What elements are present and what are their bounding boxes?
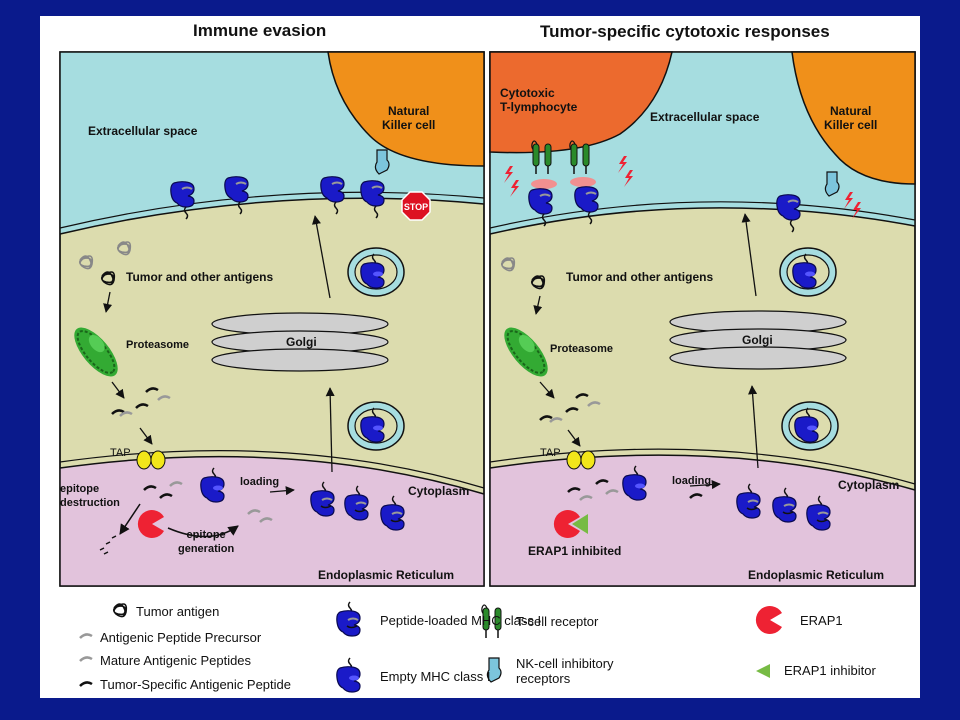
stop-sign-label: STOP xyxy=(403,202,429,212)
legend-precursor: Antigenic Peptide Precursor xyxy=(100,630,262,645)
right-extracellular-label: Extracellular space xyxy=(650,110,760,124)
left-antigens-label: Tumor and other antigens xyxy=(126,270,274,284)
left-loading-label: loading xyxy=(240,476,280,488)
left-panel-title: Immune evasion xyxy=(193,21,327,40)
left-er-label: Endoplasmic Reticulum xyxy=(318,568,455,582)
left-golgi-label: Golgi xyxy=(286,335,317,349)
diagram-graphics xyxy=(59,51,916,693)
legend-mature: Mature Antigenic Peptides xyxy=(100,653,252,668)
legend-empty-mhc: Empty MHC class I xyxy=(380,669,491,684)
left-panel xyxy=(59,51,485,587)
left-proteasome-label: Proteasome xyxy=(126,339,189,351)
legend-tcr: T-cell receptor xyxy=(516,614,599,629)
left-cytoplasm-label: Cytoplasm xyxy=(408,484,470,498)
slide-canvas: Immune evasion Tumor-specific cytotoxic … xyxy=(40,16,920,698)
right-golgi-label: Golgi xyxy=(742,333,773,347)
right-panel-title: Tumor-specific cytotoxic responses xyxy=(540,22,830,41)
left-nk-cell-label: Natural Killer cell xyxy=(382,104,436,132)
right-panel xyxy=(489,51,916,587)
erap1-inhibited-label: ERAP1 inhibited xyxy=(528,544,622,558)
legend-nk-receptors: NK-cell inhibitory receptors xyxy=(516,656,614,686)
legend-erap1: ERAP1 xyxy=(800,613,843,628)
legend-erap1-inhibitor: ERAP1 inhibitor xyxy=(784,663,876,678)
epitope-destruction-label: epitope destruction xyxy=(60,483,120,509)
legend-tumor-specific: Tumor-Specific Antigenic Peptide xyxy=(100,677,292,692)
right-er-label: Endoplasmic Reticulum xyxy=(748,568,885,582)
ctl-label: Cytotoxic T-lymphocyte xyxy=(500,86,578,114)
right-proteasome-label: Proteasome xyxy=(550,343,613,355)
legend-tumor-antigen: Tumor antigen xyxy=(136,604,220,619)
legend-peptide-loaded-mhc: Peptide-loaded MHC class I xyxy=(380,613,542,628)
right-loading-label: loading xyxy=(672,475,712,487)
left-tap-label: TAP xyxy=(110,447,131,459)
legend-graphics xyxy=(79,601,782,693)
right-tap-label: TAP xyxy=(540,447,561,459)
right-cytoplasm-label: Cytoplasm xyxy=(838,478,900,492)
left-extracellular-label: Extracellular space xyxy=(88,124,198,138)
epitope-generation-label: epitope generation xyxy=(178,529,235,555)
right-antigens-label: Tumor and other antigens xyxy=(566,270,714,284)
right-nk-cell-label: Natural Killer cell xyxy=(824,104,878,132)
